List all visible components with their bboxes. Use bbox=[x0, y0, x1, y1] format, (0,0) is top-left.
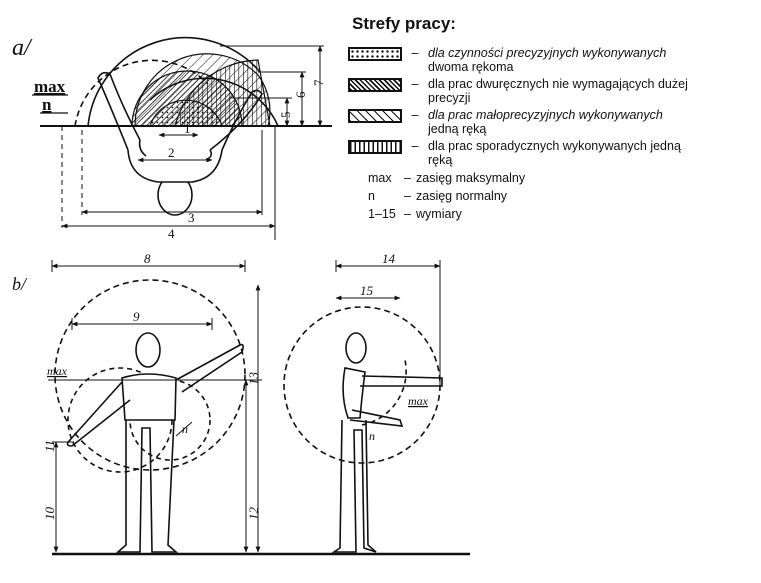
legend-def-n: n – zasięg normalny bbox=[368, 189, 508, 203]
person-legs-front bbox=[115, 419, 179, 553]
legend-title: Strefy pracy: bbox=[352, 14, 456, 33]
panel-b-label: b/ bbox=[12, 274, 28, 294]
dim-9: 9 bbox=[133, 309, 140, 324]
legend: Strefy pracy: – dla czynności precyzyjny… bbox=[348, 14, 758, 224]
person-arm-forward bbox=[360, 375, 443, 387]
dim-8: 8 bbox=[144, 251, 151, 266]
swatch-dense-hatch bbox=[348, 78, 402, 92]
zone-3-line2: jedną ręką bbox=[428, 122, 487, 136]
swatch-sparse-hatch bbox=[348, 109, 402, 123]
forearm-left bbox=[138, 139, 147, 157]
zone-1-line1: dla czynności precyzyjnych wykonywanych bbox=[428, 46, 667, 60]
dim-7: 7 bbox=[311, 79, 326, 86]
person-arm-raised bbox=[175, 343, 244, 393]
dim-14: 14 bbox=[382, 251, 396, 266]
panel-a-top-view bbox=[40, 36, 332, 240]
person-arm-right bbox=[209, 89, 263, 151]
dim-13: 13 bbox=[246, 372, 261, 386]
legend-zone-2: – dla prac dwuręcznych nie wymagających … bbox=[348, 77, 758, 108]
zone-4-line2: ręką bbox=[428, 153, 453, 167]
dim-1: 1 bbox=[184, 121, 191, 136]
dim-5: 5 bbox=[278, 112, 293, 119]
zone-2-line1: dla prac dwuręcznych nie wymagających du… bbox=[428, 77, 688, 91]
legend-def-dims: 1–15 – wymiary bbox=[368, 207, 462, 221]
swatch-dots bbox=[348, 47, 402, 61]
n-label-b-side: n bbox=[369, 429, 375, 443]
panel-b-dimensions bbox=[48, 260, 441, 553]
dim-3: 3 bbox=[188, 210, 195, 225]
legend-zone-1: – dla czynności precyzyjnych wykonywanyc… bbox=[348, 46, 758, 77]
n-label-b-front: n bbox=[182, 422, 188, 436]
legend-zone-3: – dla prac małoprecyzyjnych wykonywanych… bbox=[348, 108, 758, 139]
person-head-front bbox=[135, 332, 161, 368]
dim-12: 12 bbox=[246, 507, 261, 521]
zone-1-line2: dwoma rękoma bbox=[428, 60, 514, 74]
dim-11: 11 bbox=[42, 440, 57, 452]
panel-b-side-view bbox=[283, 306, 443, 553]
person-arm-bent bbox=[349, 409, 404, 427]
legend-zone-4: – dla prac sporadycznych wykonywanych je… bbox=[348, 139, 758, 170]
panel-b-front-view bbox=[52, 279, 470, 556]
panel-a-label: a/ bbox=[12, 35, 33, 61]
person-legs-side bbox=[331, 419, 377, 553]
panel-a-dimension-labels: 1 2 3 4 5 6 7 bbox=[168, 79, 326, 241]
max-label-b-front: max bbox=[47, 364, 68, 378]
person-torso-front bbox=[121, 373, 177, 421]
panel-a-dimensions bbox=[61, 45, 324, 229]
n-label-a: n bbox=[42, 95, 52, 114]
person-head-side bbox=[345, 332, 367, 364]
person-body-side bbox=[342, 367, 366, 419]
normal-reach-arc-left bbox=[74, 59, 209, 127]
dim-6: 6 bbox=[293, 91, 308, 98]
zone-4-line1: dla prac sporadycznych wykonywanych jedn… bbox=[428, 139, 681, 153]
max-label-a: max bbox=[34, 77, 66, 96]
max-reach-arc-right bbox=[149, 77, 279, 127]
person-arm-left bbox=[97, 71, 141, 151]
dim-2: 2 bbox=[168, 145, 175, 160]
front-normal-reach-circle-right bbox=[129, 379, 211, 461]
max-reach-arc-left bbox=[87, 36, 261, 127]
zone-3-line1: dla prac małoprecyzyjnych wykonywanych bbox=[428, 108, 663, 122]
front-max-reach-circle bbox=[54, 279, 246, 471]
zone-dots bbox=[149, 99, 223, 127]
legend-def-max: max – zasięg maksymalny bbox=[368, 171, 526, 185]
panel-b-dimension-labels: 8 9 10 11 12 13 14 15 bbox=[42, 251, 396, 520]
max-label-b-side: max bbox=[408, 394, 429, 408]
person-arm-lowered bbox=[66, 381, 131, 447]
swatch-vertical-lines bbox=[348, 140, 402, 154]
zone-2-line2: precyzji bbox=[428, 91, 471, 105]
dim-10: 10 bbox=[42, 507, 57, 521]
dim-15: 15 bbox=[360, 283, 374, 298]
dim-4: 4 bbox=[168, 226, 175, 241]
side-normal-reach-arc bbox=[361, 359, 407, 426]
person-shoulders bbox=[127, 149, 223, 183]
